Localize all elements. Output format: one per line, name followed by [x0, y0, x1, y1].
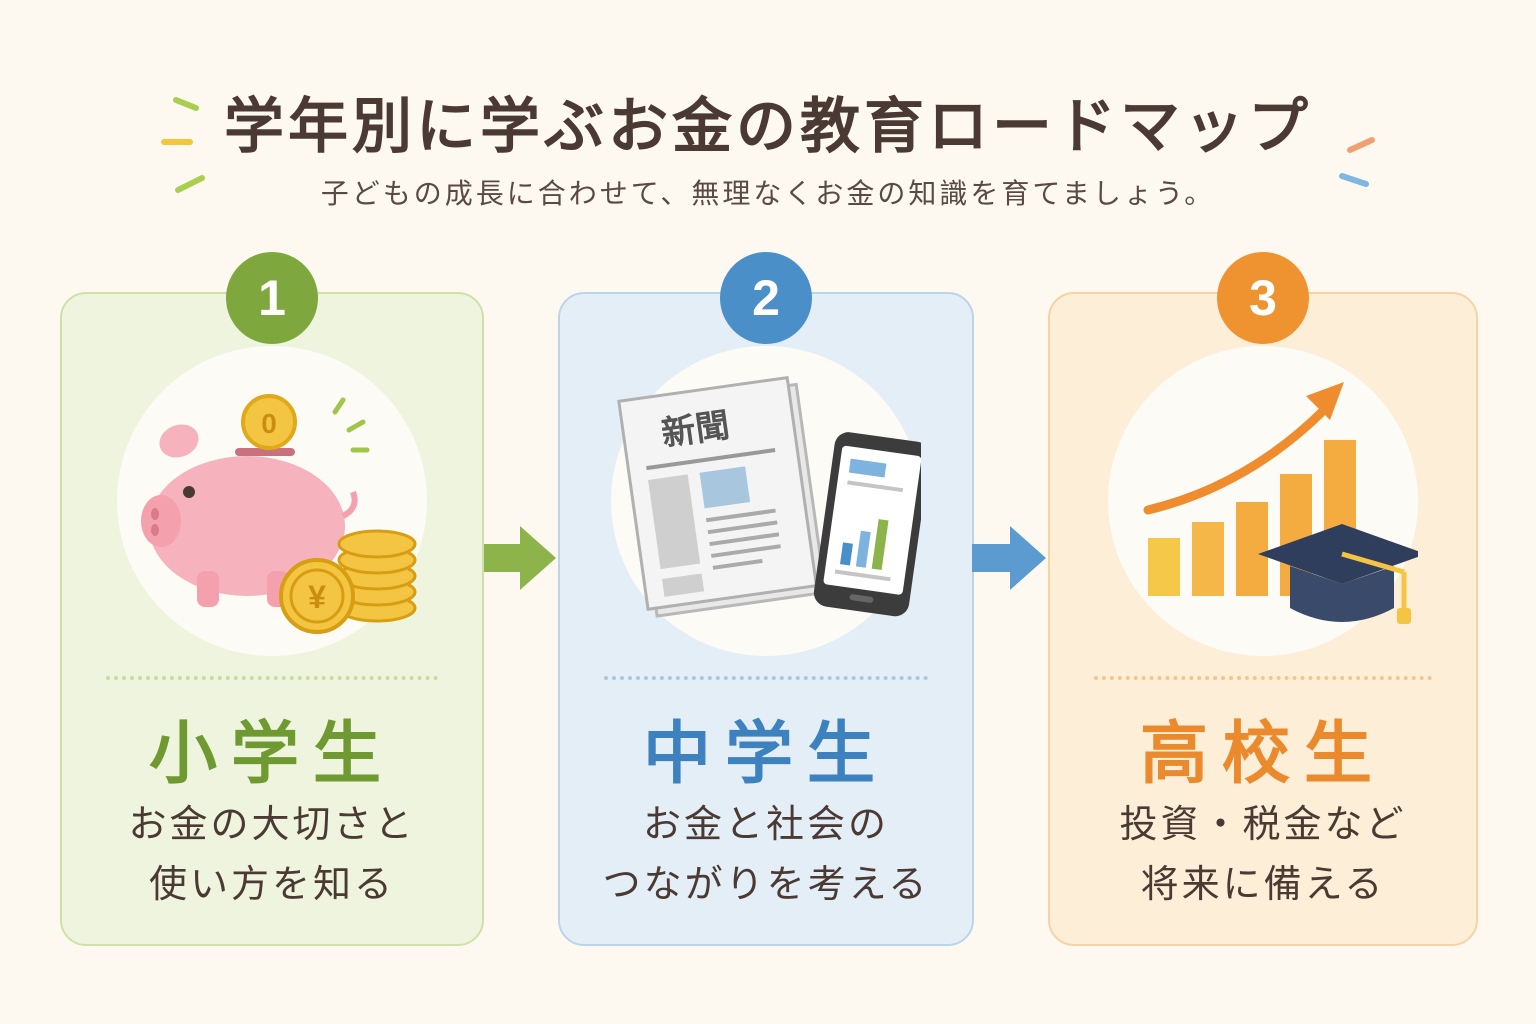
stage-description: 投資・税金など 将来に備える: [1050, 794, 1476, 914]
stage-description: お金と社会の つながりを考える: [560, 794, 972, 914]
stage-description-line-2: つながりを考える: [602, 862, 930, 906]
step-number-badge: 3: [1217, 252, 1309, 344]
arrow-right-icon: [972, 526, 1046, 590]
stage-grade-label: 高校生: [1139, 715, 1386, 794]
stage-card-elementary: 1 0: [60, 252, 484, 946]
icon-circle: 0 ¥: [117, 346, 427, 656]
newspaper-title: 新聞: [659, 405, 732, 454]
stage-grade-label: 小学生: [148, 715, 395, 794]
growth-chart-graduation-cap-icon: [1143, 382, 1418, 624]
icon-circle: 新聞: [611, 346, 921, 656]
step-number-badge: 1: [226, 252, 318, 344]
arrow-right-icon: [484, 526, 556, 590]
stage-description-line-2: 使い方を知る: [148, 862, 395, 906]
stage-grade-label: 中学生: [642, 715, 889, 794]
step-number-badge: 2: [720, 252, 812, 344]
coin-slot-symbol: 0: [261, 408, 277, 439]
dotted-divider: [1094, 676, 1432, 680]
stage-description-line-2: 将来に備える: [1140, 862, 1386, 906]
piggy-bank-icon: 0 ¥: [141, 394, 417, 634]
dotted-divider: [604, 676, 928, 680]
page-subtitle: 子どもの成長に合わせて、無理なくお金の知識を育てましょう。: [320, 177, 1216, 210]
dotted-divider: [106, 676, 438, 680]
newspaper-smartphone-icon: 新聞: [617, 375, 921, 618]
stage-description: お金の大切さと 使い方を知る: [62, 794, 482, 914]
stage-description-line-1: お金の大切さと: [128, 802, 416, 846]
page-title: 学年別に学ぶお金の教育ロードマップ: [224, 92, 1312, 162]
stage-description-line-1: 投資・税金など: [1119, 802, 1407, 846]
stage-card-high-school: 3 高校生 投資・税金など 将来に備える: [1048, 252, 1478, 946]
yen-symbol: ¥: [308, 579, 326, 615]
icon-circle: [1108, 346, 1418, 656]
confetti-decoration: [161, 97, 1375, 193]
stage-card-junior-high: 2 新聞: [558, 252, 974, 946]
stage-description-line-1: お金と社会の: [642, 802, 889, 846]
